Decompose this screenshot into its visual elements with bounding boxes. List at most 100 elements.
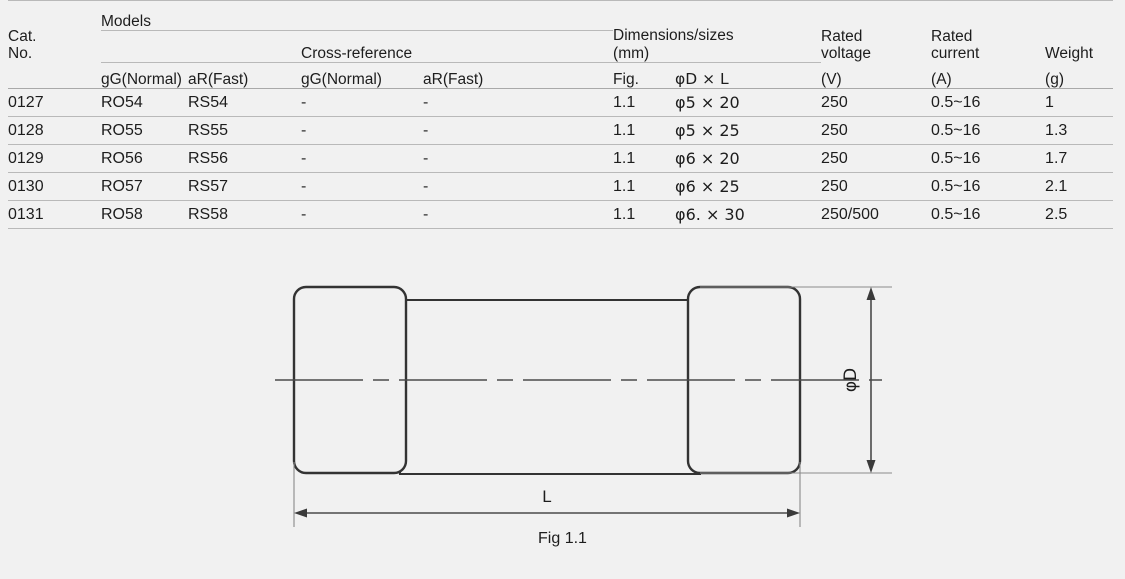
table-row: 0128 RO55 RS55 - - 1.1 φ5 × 25 250 0.5~1…	[8, 116, 1114, 145]
cell-cross-ar: -	[423, 172, 614, 201]
cell-models-gg: RO56	[101, 144, 188, 173]
cell-models-gg: RO55	[101, 116, 188, 145]
cell-dim: φ5 × 25	[675, 116, 822, 145]
cell-cross-ar: -	[423, 200, 614, 229]
cell-voltage: 250	[821, 172, 932, 201]
header-spacer	[101, 31, 301, 63]
length-label: L	[542, 487, 551, 506]
cell-fig: 1.1	[613, 116, 676, 145]
cell-cross-gg: -	[301, 200, 423, 229]
diameter-arrow-down-icon	[866, 460, 876, 473]
cell-cross-ar: -	[423, 144, 614, 173]
header-sub-volt-unit: (V)	[821, 70, 842, 88]
cell-models-ar: RS54	[188, 88, 301, 117]
cell-dim: φ6 × 25	[675, 172, 822, 201]
header-sub-models-gg: gG(Normal)	[101, 62, 188, 89]
fuse-spec-table: Cat. No. Models Dimensions/sizes (mm) Ra…	[8, 0, 1114, 229]
table-row: 0127 RO54 RS54 - - 1.1 φ5 × 20 250 0.5~1…	[8, 88, 1114, 117]
cell-models-ar: RS58	[188, 200, 301, 229]
header-sub-models-ar: aR(Fast)	[188, 62, 301, 89]
cell-cross-gg: -	[301, 144, 423, 173]
table-row: 0130 RO57 RS57 - - 1.1 φ6 × 25 250 0.5~1…	[8, 172, 1114, 201]
fuse-body-tube	[399, 299, 701, 475]
cell-weight: 1.7	[1045, 144, 1114, 173]
cell-fig: 1.1	[613, 88, 676, 117]
diameter-dimension: φD	[700, 286, 892, 474]
diameter-label: φD	[841, 368, 861, 392]
header-voltage-line1: Rated	[821, 27, 863, 45]
figure-caption: Fig 1.1	[538, 530, 587, 547]
header-current-line1: Rated	[931, 27, 973, 45]
cell-current: 0.5~16	[931, 88, 1046, 117]
cell-models-ar: RS57	[188, 172, 301, 201]
cell-cat-no: 0130	[8, 172, 101, 201]
header-sub-fig: Fig.	[613, 62, 676, 89]
header-sub-cross-ar: aR(Fast)	[423, 62, 614, 89]
header-sub-blank	[8, 63, 101, 89]
header-cross-reference: Cross-reference	[301, 44, 413, 62]
header-weight: Weight	[1045, 0, 1114, 63]
cell-weight: 1.3	[1045, 116, 1114, 145]
cell-fig: 1.1	[613, 200, 676, 229]
header-weight-label: Weight	[1045, 45, 1094, 63]
table-bottom-rule	[8, 228, 1114, 229]
cell-cross-ar: -	[423, 88, 614, 117]
length-arrow-right-icon	[787, 508, 800, 518]
cell-models-gg: RO54	[101, 88, 188, 117]
cell-current: 0.5~16	[931, 172, 1046, 201]
header-dimensions: Dimensions/sizes (mm)	[613, 0, 822, 63]
diameter-arrow-up-icon	[866, 287, 876, 300]
cell-dim: φ6 × 20	[675, 144, 822, 173]
header-dimensions-line2: (mm)	[613, 44, 650, 62]
table-row: 0131 RO58 RS58 - - 1.1 φ6. × 30 250/500 …	[8, 200, 1114, 229]
spec-table-container: Cat. No. Models Dimensions/sizes (mm) Ra…	[0, 0, 1125, 252]
header-sub-dim: φD × L	[675, 62, 822, 89]
cell-cat-no: 0129	[8, 144, 101, 173]
header-cat-no: Cat. No.	[8, 0, 101, 63]
cell-models-gg: RO57	[101, 172, 188, 201]
fuse-drawing: φD L Fig 1.1	[0, 252, 1125, 579]
header-dimensions-line1: Dimensions/sizes	[613, 27, 734, 45]
length-arrow-left-icon	[294, 508, 307, 518]
cell-current: 0.5~16	[931, 144, 1046, 173]
header-row-3: gG(Normal) aR(Fast) gG(Normal) aR(Fast) …	[8, 62, 1113, 89]
cell-cross-ar: -	[423, 116, 614, 145]
table-row: 0129 RO56 RS56 - - 1.1 φ6 × 20 250 0.5~1…	[8, 144, 1114, 173]
table-body: 0127 RO54 RS54 - - 1.1 φ5 × 20 250 0.5~1…	[8, 88, 1114, 229]
header-cat-line2: No.	[8, 45, 33, 63]
cell-models-gg: RO58	[101, 200, 188, 229]
cell-dim: φ6. × 30	[675, 200, 822, 229]
header-row-2: Cross-reference	[8, 31, 1113, 63]
header-voltage-line2: voltage	[821, 45, 872, 63]
header-sub-curr-unit: (A)	[931, 70, 952, 88]
cell-cat-no: 0131	[8, 200, 101, 229]
header-row-1: Cat. No. Models Dimensions/sizes (mm) Ra…	[8, 0, 1114, 63]
cell-models-ar: RS55	[188, 116, 301, 145]
header-cat-line1: Cat.	[8, 27, 37, 45]
cell-fig: 1.1	[613, 172, 676, 201]
cell-weight: 1	[1045, 88, 1114, 117]
cell-current: 0.5~16	[931, 200, 1046, 229]
cell-voltage: 250/500	[821, 200, 932, 229]
header-sub-weight-unit: (g)	[1045, 70, 1064, 88]
cell-dim: φ5 × 20	[675, 88, 822, 117]
cell-cross-gg: -	[301, 116, 423, 145]
cell-current: 0.5~16	[931, 116, 1046, 145]
cell-weight: 2.1	[1045, 172, 1114, 201]
header-sub-cross-gg: gG(Normal)	[301, 62, 423, 89]
fuse-drawing-svg: φD L	[275, 285, 892, 527]
header-models: Models	[101, 0, 614, 31]
length-dimension: L	[293, 462, 801, 527]
header-rated-current: Rated current	[931, 0, 1046, 63]
cell-fig: 1.1	[613, 144, 676, 173]
cell-voltage: 250	[821, 116, 932, 145]
fuse-tube-rect	[399, 299, 701, 475]
table-bottom-rule-cell	[8, 228, 1114, 229]
table-header: Cat. No. Models Dimensions/sizes (mm) Ra…	[8, 0, 1114, 89]
header-rated-voltage: Rated voltage	[821, 0, 932, 63]
cell-cat-no: 0128	[8, 116, 101, 145]
cell-voltage: 250	[821, 88, 932, 117]
cell-cross-gg: -	[301, 172, 423, 201]
cell-voltage: 250	[821, 144, 932, 173]
